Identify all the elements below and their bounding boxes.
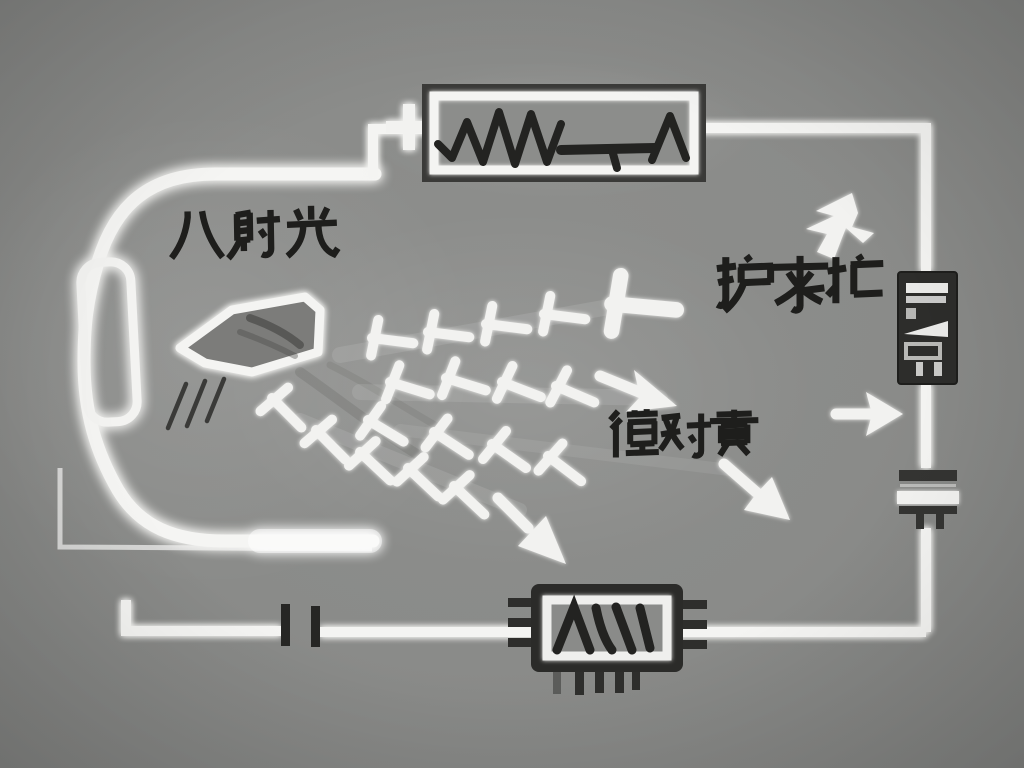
- battery-cell-bars: [281, 604, 320, 647]
- char-hu: [715, 253, 775, 314]
- resistor-zigzag-icon: [434, 108, 690, 172]
- char-ba: [168, 210, 226, 261]
- char-she: [226, 209, 281, 261]
- right-upper-label: [715, 253, 884, 314]
- arrow-to-meter-icon: [830, 392, 903, 436]
- char-xun: [608, 409, 659, 458]
- arrow-right-icon: [594, 370, 677, 412]
- right-lower-label: [608, 409, 759, 459]
- char-dui: [658, 412, 712, 459]
- resistor-white-frame: [429, 91, 699, 175]
- char-ben: [709, 409, 759, 457]
- incident-light-label: [168, 205, 341, 261]
- resistor-dark-border: [422, 84, 706, 182]
- wire-bottom-left: [121, 600, 281, 636]
- cathode-window: [76, 257, 142, 427]
- right-upper-label-text: 护夺忙: [713, 248, 911, 335]
- char-guang: [285, 205, 341, 259]
- large-arrows: [492, 193, 903, 564]
- rheostat-resistor-box: [422, 84, 706, 182]
- ic-chip-battery: [508, 584, 707, 695]
- incident-light-label-text: 八射光: [166, 200, 352, 281]
- galvanometer-striped-box: [897, 271, 958, 385]
- chip-zigzag-icon: [552, 594, 655, 655]
- cathode-plate: [175, 292, 325, 377]
- capacitor-icon: [897, 470, 959, 529]
- plus-terminal-icon: [386, 104, 432, 150]
- wire-top-right: [700, 123, 931, 272]
- char-duo: [771, 255, 829, 314]
- arrow-bottom-icon: [492, 492, 566, 564]
- char-mang: [824, 253, 884, 304]
- hatch-strokes-icon: [165, 376, 227, 431]
- right-lower-label-text: 循对贲: [606, 404, 780, 479]
- vacuum-photocell-tube: [76, 167, 382, 553]
- arrow-down-right-icon: [718, 458, 790, 520]
- bolt-arrow-up-right-icon: [806, 193, 874, 259]
